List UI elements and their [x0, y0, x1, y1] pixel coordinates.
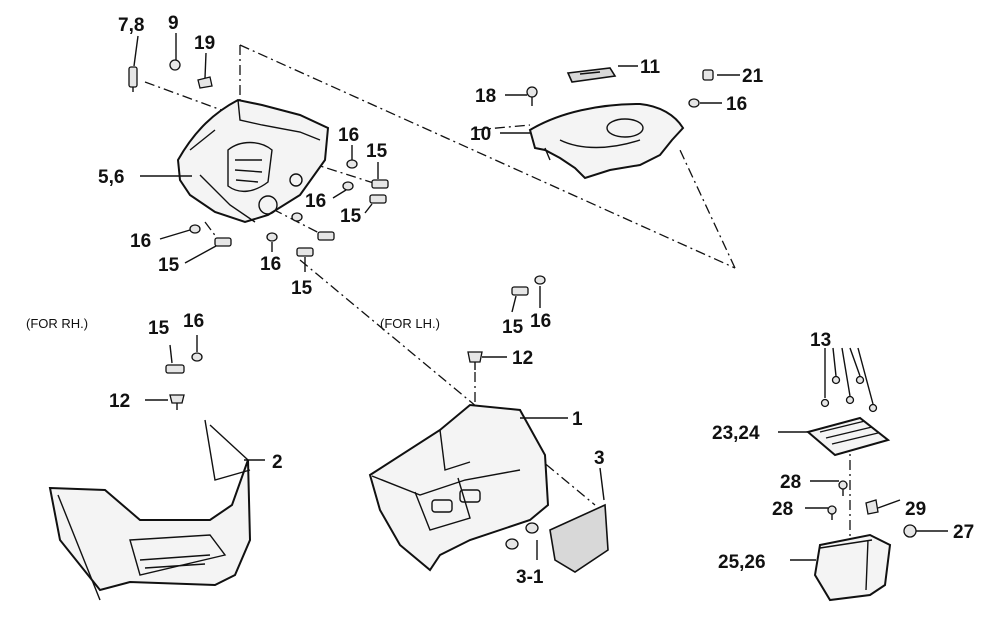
- label-3-1: 3-1: [516, 567, 544, 588]
- label-15: 15: [340, 206, 362, 227]
- part-labels: 7,8 9 19 5,6 16 15 16 15 16 15 16 15 11 …: [98, 13, 974, 588]
- label-23-24: 23,24: [712, 423, 760, 444]
- label-28: 28: [772, 499, 793, 520]
- label-29: 29: [905, 499, 926, 520]
- label-16: 16: [338, 125, 359, 146]
- label-15: 15: [502, 317, 524, 338]
- label-16: 16: [530, 311, 551, 332]
- label-15: 15: [291, 278, 313, 299]
- label-10: 10: [470, 124, 491, 145]
- label-16: 16: [260, 254, 281, 275]
- label-16: 16: [130, 231, 151, 252]
- label-13: 13: [810, 330, 831, 351]
- leader-29: [877, 499, 901, 509]
- leader-lines: [133, 33, 948, 561]
- note-for-rh: (FOR RH.): [26, 316, 88, 331]
- top-cover-hardware: [526, 67, 714, 108]
- label-18: 18: [475, 86, 496, 107]
- label-27: 27: [953, 522, 974, 543]
- label-1: 1: [572, 409, 583, 430]
- side-panel-part: [549, 503, 609, 573]
- label-16: 16: [183, 311, 204, 332]
- label-12: 12: [512, 348, 533, 369]
- label-5-6: 5,6: [98, 167, 124, 188]
- storage-box-part: [813, 533, 892, 602]
- label-28: 28: [780, 472, 801, 493]
- label-9: 9: [168, 13, 179, 34]
- label-21: 21: [742, 66, 764, 87]
- label-15: 15: [158, 255, 180, 276]
- footwell-lh-part: [368, 403, 550, 572]
- label-19: 19: [194, 33, 215, 54]
- label-12: 12: [109, 391, 130, 412]
- label-11: 11: [640, 57, 661, 78]
- side-notes: (FOR RH.) (FOR LH.): [26, 316, 440, 331]
- top-cover-part: [528, 102, 685, 180]
- label-15: 15: [366, 141, 388, 162]
- label-25-26: 25,26: [718, 552, 766, 573]
- footrest-mat-part: [805, 416, 891, 457]
- box-hardware: [827, 480, 917, 538]
- front-cover-part: [176, 98, 330, 224]
- label-3: 3: [594, 448, 605, 469]
- label-2: 2: [272, 452, 283, 473]
- label-15: 15: [148, 318, 170, 339]
- label-16: 16: [305, 191, 326, 212]
- footwell-rh-part: [48, 419, 252, 601]
- mat-screws: [820, 375, 878, 413]
- cover-hardware: [128, 59, 389, 257]
- label-16: 16: [726, 94, 747, 115]
- label-7-8: 7,8: [118, 15, 144, 36]
- footwell-rh-hardware: [165, 352, 203, 410]
- footwell-lh-hardware: [467, 275, 546, 550]
- note-for-lh: (FOR LH.): [380, 316, 440, 331]
